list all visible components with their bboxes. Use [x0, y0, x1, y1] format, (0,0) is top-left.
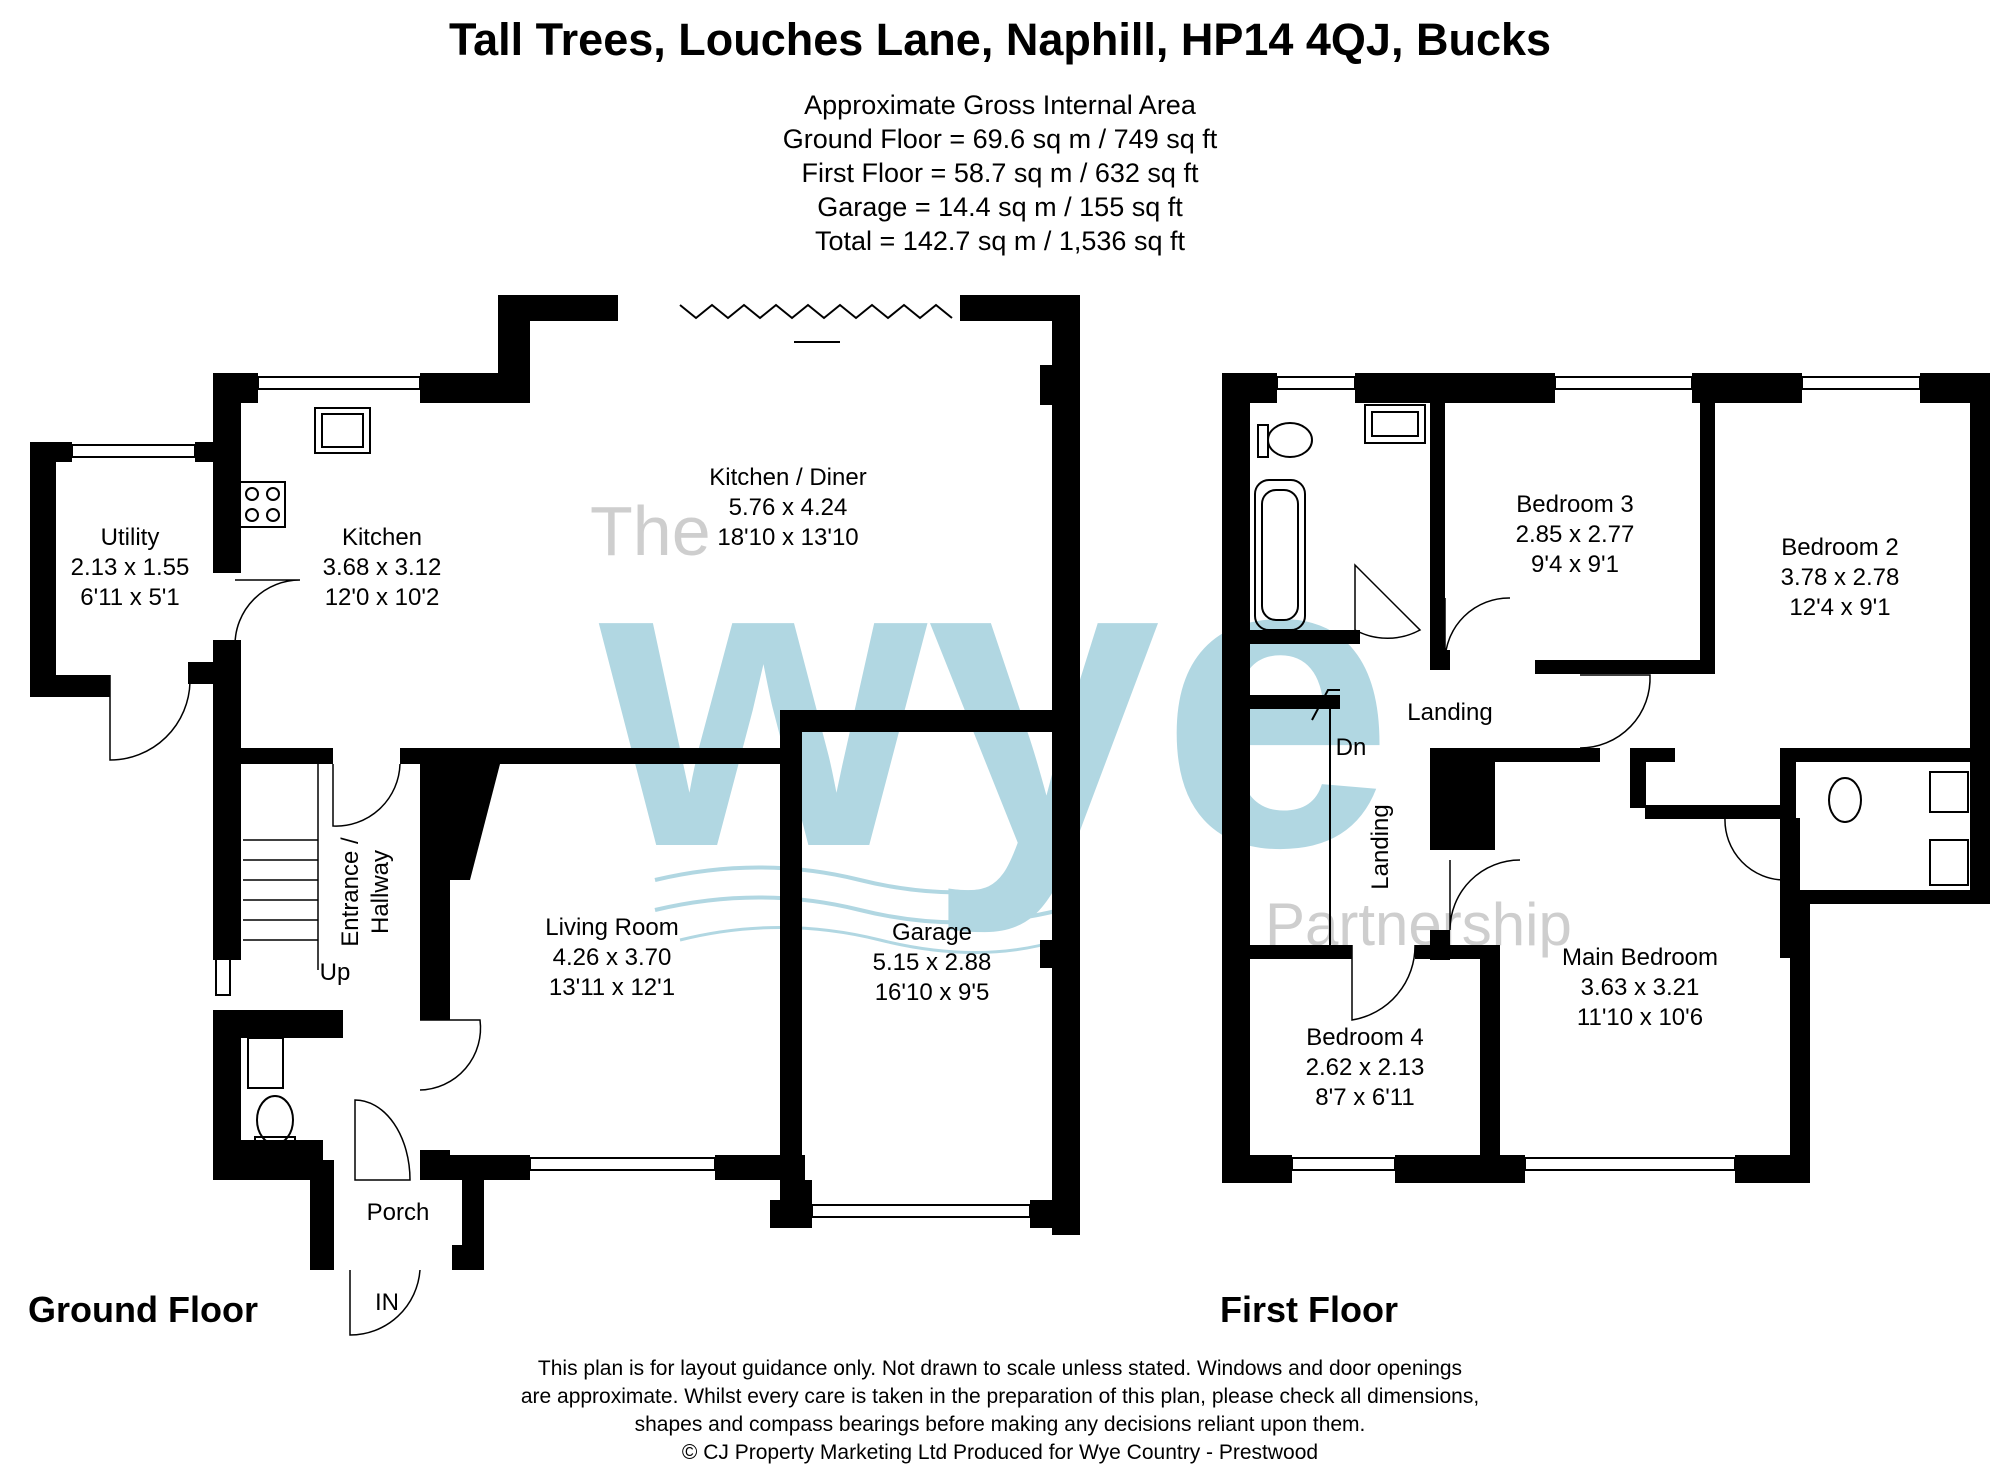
toilet-icon	[256, 1095, 294, 1145]
stairs-up-label: Up	[320, 959, 351, 986]
living-room-name: Living Room	[545, 914, 678, 941]
watermark-the: The	[590, 492, 711, 570]
first-floor-walls	[1222, 373, 1990, 1183]
living-room-metric: 4.26 x 3.70	[553, 944, 672, 971]
bedroom3-metric: 2.85 x 2.77	[1516, 521, 1635, 548]
ensuite-toilet-icon	[1828, 777, 1862, 823]
ground-floor-walls	[30, 295, 1080, 1270]
disclaimer-line1: This plan is for layout guidance only. N…	[537, 1357, 1463, 1380]
bedroom2-name: Bedroom 2	[1781, 534, 1898, 561]
first-floor-fittings	[1254, 404, 1969, 945]
stairs-down-label: Dn	[1336, 734, 1367, 761]
bedroom4-imperial: 8'7 x 6'11	[1315, 1084, 1414, 1111]
hallway-line1: Entrance /	[337, 837, 364, 947]
disclaimer-line2: are approximate. Whilst every care is ta…	[520, 1385, 1480, 1408]
main-bedroom-metric: 3.63 x 3.21	[1581, 974, 1700, 1001]
area-ground: Ground Floor = 69.6 sq m / 749 sq ft	[782, 124, 1218, 154]
ground-floor-doors	[109, 579, 482, 1336]
basin-icon	[1364, 404, 1426, 444]
kitchen-diner-name: Kitchen / Diner	[709, 464, 866, 491]
first-floor-doors	[1351, 563, 1786, 1021]
bedroom3-name: Bedroom 3	[1516, 491, 1633, 518]
first-floor-labels: Bedroom 3 2.85 x 2.77 9'4 x 9'1 Bedroom …	[1220, 491, 1899, 1330]
utility-imperial: 6'11 x 5'1	[80, 584, 179, 611]
utility-name: Utility	[101, 524, 160, 551]
shower-icon	[1929, 771, 1969, 813]
area-heading: Approximate Gross Internal Area	[804, 90, 1196, 120]
living-room-imperial: 13'11 x 12'1	[549, 974, 675, 1001]
watermark-wave	[654, 865, 1061, 895]
basin-icon	[247, 1037, 284, 1089]
entrance-label: IN	[375, 1289, 399, 1316]
bedroom2-imperial: 12'4 x 9'1	[1789, 594, 1890, 621]
utility-metric: 2.13 x 1.55	[71, 554, 190, 581]
garage-imperial: 16'10 x 9'5	[875, 979, 990, 1006]
area-total: Total = 142.7 sq m / 1,536 sq ft	[815, 226, 1185, 256]
ground-floor-labels: Utility 2.13 x 1.55 6'11 x 5'1 Kitchen 3…	[28, 464, 991, 1330]
landing-vertical-label: Landing	[1367, 804, 1394, 889]
first-floor-windows	[1225, 376, 1921, 1171]
stairs-ground	[243, 764, 319, 970]
kitchen-name: Kitchen	[342, 524, 422, 551]
ground-floor-windows	[71, 376, 1031, 1241]
ground-floor-label: Ground Floor	[28, 1289, 258, 1330]
main-bedroom-name: Main Bedroom	[1562, 944, 1718, 971]
disclaimer-line3: shapes and compass bearings before makin…	[634, 1413, 1366, 1436]
hob-icon	[239, 481, 286, 528]
bedroom4-name: Bedroom 4	[1306, 1024, 1423, 1051]
area-first: First Floor = 58.7 sq m / 632 sq ft	[801, 158, 1199, 188]
kitchen-imperial: 12'0 x 10'2	[325, 584, 440, 611]
page-title: Tall Trees, Louches Lane, Naphill, HP14 …	[448, 14, 1552, 65]
bedroom4-metric: 2.62 x 2.13	[1306, 1054, 1425, 1081]
disclaimer: This plan is for layout guidance only. N…	[0, 1355, 2000, 1467]
bedroom2-metric: 3.78 x 2.78	[1781, 564, 1900, 591]
garage-name: Garage	[892, 919, 972, 946]
sink-icon	[314, 407, 371, 454]
main-bedroom-imperial: 11'10 x 10'6	[1577, 1004, 1703, 1031]
bath-icon	[1254, 479, 1306, 631]
kitchen-fittings	[239, 407, 371, 1150]
ensuite-basin-icon	[1929, 839, 1969, 886]
kitchen-metric: 3.68 x 3.12	[323, 554, 442, 581]
disclaimer-line4: © CJ Property Marketing Ltd Produced for…	[681, 1441, 1319, 1464]
first-floor-label: First Floor	[1220, 1289, 1398, 1330]
area-garage: Garage = 14.4 sq m / 155 sq ft	[817, 192, 1183, 222]
porch-name: Porch	[367, 1199, 430, 1226]
bedroom3-imperial: 9'4 x 9'1	[1531, 551, 1619, 578]
kitchen-diner-imperial: 18'10 x 13'10	[717, 524, 858, 551]
area-summary: Approximate Gross Internal Area Ground F…	[0, 88, 2000, 258]
landing-label: Landing	[1407, 699, 1492, 726]
toilet-icon	[1267, 422, 1313, 458]
bifold-door-icon	[679, 303, 953, 320]
garage-metric: 5.15 x 2.88	[873, 949, 992, 976]
kitchen-diner-metric: 5.76 x 4.24	[729, 494, 848, 521]
hallway-line2: Hallway	[367, 850, 394, 934]
